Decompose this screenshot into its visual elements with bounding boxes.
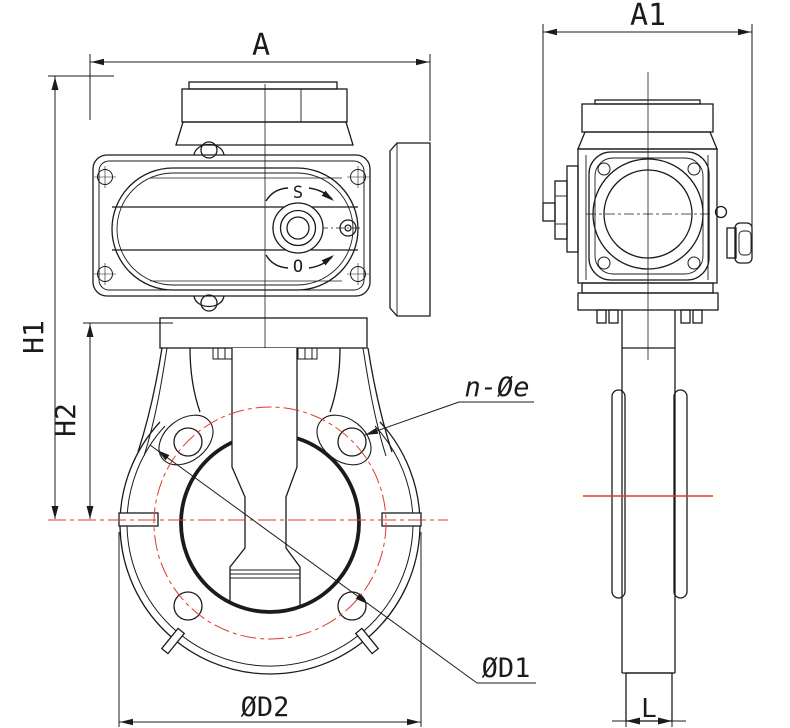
housing-boss-inner [603,169,693,259]
disc-edge-left [611,389,626,599]
dimension-od2-label: ØD2 [241,692,290,723]
dimension-h2-label: H2 [49,403,82,437]
dimension-a: A [89,28,431,141]
housing-corner-screws [94,166,369,285]
side-view [542,72,753,722]
position-indicator-knob [272,202,324,254]
shut-direction-arrow [265,187,334,202]
open-direction-arrow [265,254,334,269]
bolt-circle [153,406,387,640]
disc-edge-right [673,389,688,599]
dimension-n-oe: n-Øe [364,372,534,436]
bracket-arms [137,347,393,457]
housing-ears [193,141,225,312]
dimension-a1-label: A1 [630,0,666,33]
stem-silhouette [230,348,300,600]
dimension-od1: ØD1 [149,444,536,684]
actuator-housing-front: S O [92,141,371,312]
dimension-h1: H1 [17,75,114,519]
side-mounting-bracket [577,282,719,324]
dimension-h2: H2 [49,322,173,519]
junction-box [389,142,431,317]
flange-notch-lower-right [354,627,380,655]
dimension-a-label: A [252,28,270,63]
bolt-boss-right [316,414,372,466]
side-corner-screws [597,162,701,270]
dimension-od1-label: ØD1 [482,653,531,684]
dimension-l: L [612,673,686,727]
indicator-screw [339,219,357,237]
flange-notch-lower-left [160,627,186,655]
dimension-h1-label: H1 [17,320,50,354]
flange [118,348,422,675]
shut-marking: S [293,183,303,203]
bolt-boss-left [158,414,214,466]
stem-outline [229,348,301,607]
bracket-bolt-tabs [212,347,318,360]
dimension-n-oe-label: n-Øe [464,372,529,403]
dimension-a1: A1 [542,0,753,230]
dimensions: A A1 H1 H2 [17,0,753,727]
front-view: S O [48,81,448,675]
dimension-l-label: L [641,694,657,724]
dimension-od2: ØD2 [118,532,422,727]
actuator-housing-side [577,148,718,284]
oval-face-plate [111,167,359,291]
terminal-block [542,165,579,253]
actuator-cap-side [577,99,718,150]
open-marking: O [293,257,303,277]
actuator-cap-front [175,81,354,146]
cable-gland [714,205,753,264]
valve-body-side [611,310,688,722]
